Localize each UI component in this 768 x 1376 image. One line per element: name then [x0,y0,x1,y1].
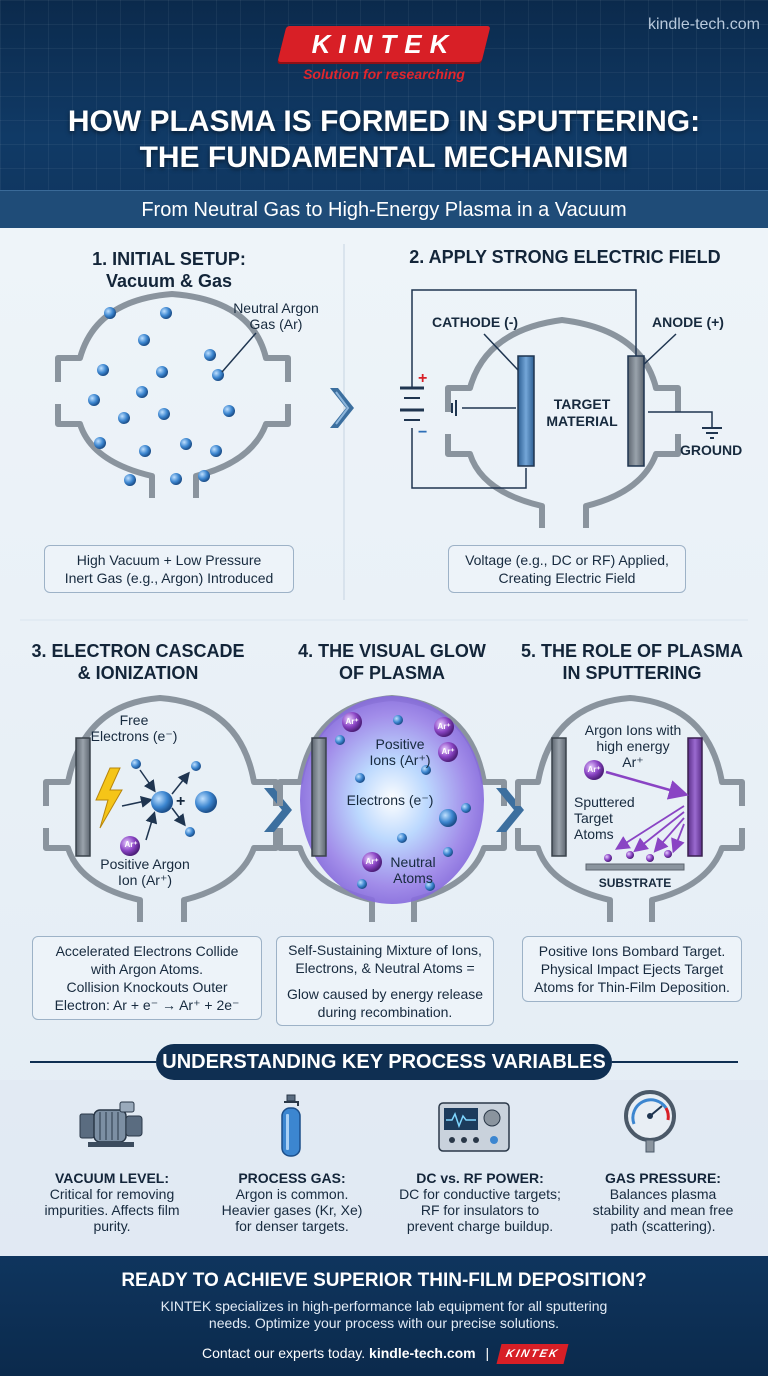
variable-gas-pressure: GAS PRESSURE: Balances plasma stability … [592,1170,734,1234]
battery-minus: − [418,424,428,441]
contact-text: Contact our experts today. [201,1345,366,1361]
step4-ion-badge-3: Ar⁺ [441,747,455,756]
site-url[interactable]: kindle-tech.com [647,16,760,33]
variable-vacuum-level: VACUUM LEVEL: Critical for removing impu… [44,1170,180,1234]
step1-caption: High Vacuum + Low Pressure Inert Gas (e.… [44,545,294,593]
step4-ion-badge-1: Ar⁺ [345,717,359,726]
anode-label: ANODE (+) [652,314,724,330]
variable-process-gas: PROCESS GAS: Argon is common. Heavier ga… [221,1170,363,1234]
subtitle-bar: From Neutral Gas to High-Energy Plasma i… [0,190,768,228]
collision-plus: + [176,793,186,810]
target-material-label: TARGET MATERIAL [546,396,618,429]
page-title: HOW PLASMA IS FORMED IN SPUTTERING: THE … [20,104,748,176]
neutral-argon-label: Neutral Argon Gas (Ar) [233,300,319,332]
step2-caption: Voltage (e.g., DC or RF) Applied, Creati… [448,545,686,593]
power-supply-icon [438,1102,510,1152]
step3-ion-badge: Ar⁺ [124,840,138,849]
neutral-atoms-label: Neutral Atoms [390,854,436,886]
cathode-label: CATHODE (-) [432,314,519,330]
step5-ion-badge: Ar⁺ [587,765,601,774]
battery-plus: + [418,370,428,387]
footer-logo[interactable]: KINTEK [496,1344,569,1365]
step3-caption: Accelerated Electrons Collide with Argon… [32,936,262,1020]
footer-text: KINTEK specializes in high-performance l… [160,1298,608,1331]
step4-ion-badge-2: Ar⁺ [437,722,451,731]
footer-contact: Contact our experts today. kindle-tech.c… [100,1344,668,1365]
contact-link[interactable]: kindle-tech.com [369,1345,476,1361]
pressure-gauge-icon [624,1090,676,1153]
gas-cylinder-icon [281,1094,301,1157]
step3-title: 3. ELECTRON CASCADE & IONIZATION [31,641,245,683]
step4-caption: Self-Sustaining Mixture of Ions, Electro… [276,936,494,1026]
title-line-1: HOW PLASMA IS FORMED IN SPUTTERING: [67,105,701,138]
page-subtitle: From Neutral Gas to High-Energy Plasma i… [141,199,627,221]
footer-banner [0,1256,768,1376]
variable-dc-rf-power: DC vs. RF POWER: DC for conductive targe… [399,1170,561,1234]
step4-title: 4. THE VISUAL GLOW OF PLASMA [298,641,486,683]
positive-ions-label: Positive Ions (Ar⁺) [369,736,431,768]
step5-caption: Positive Ions Bombard Target. Physical I… [522,936,742,1002]
free-electrons-label: Free Electrons (e⁻) [90,712,178,744]
title-line-2: THE FUNDAMENTAL MECHANISM [139,141,629,174]
sputtered-atoms-label: Sputtered Target Atoms [574,794,635,842]
electrons-label: Electrons (e⁻) [346,792,434,808]
step1-title: 1. INITIAL SETUP: Vacuum & Gas [92,249,246,291]
positive-argon-ion-label: Positive Argon Ion (Ar⁺) [100,856,190,888]
step5-title: 5. THE ROLE OF PLASMA IN SPUTTERING [520,641,743,683]
logo-tagline: Solution for researching [303,66,465,82]
variables-title: UNDERSTANDING KEY PROCESS VARIABLES [156,1044,612,1080]
substrate-label: SUBSTRATE [598,876,672,890]
step2-title: 2. APPLY STRONG ELECTRIC FIELD [409,247,721,267]
footer-title: READY TO ACHIEVE SUPERIOR THIN-FILM DEPO… [121,1270,647,1291]
caption-spacer [281,977,489,985]
argon-ions-label: Argon Ions with high energy Ar⁺ [584,722,682,770]
vacuum-pump-icon [79,1101,143,1147]
step4-ion-badge-4: Ar⁺ [365,857,379,866]
ground-label: GROUND [680,442,743,458]
contact-separator: | [485,1345,490,1361]
